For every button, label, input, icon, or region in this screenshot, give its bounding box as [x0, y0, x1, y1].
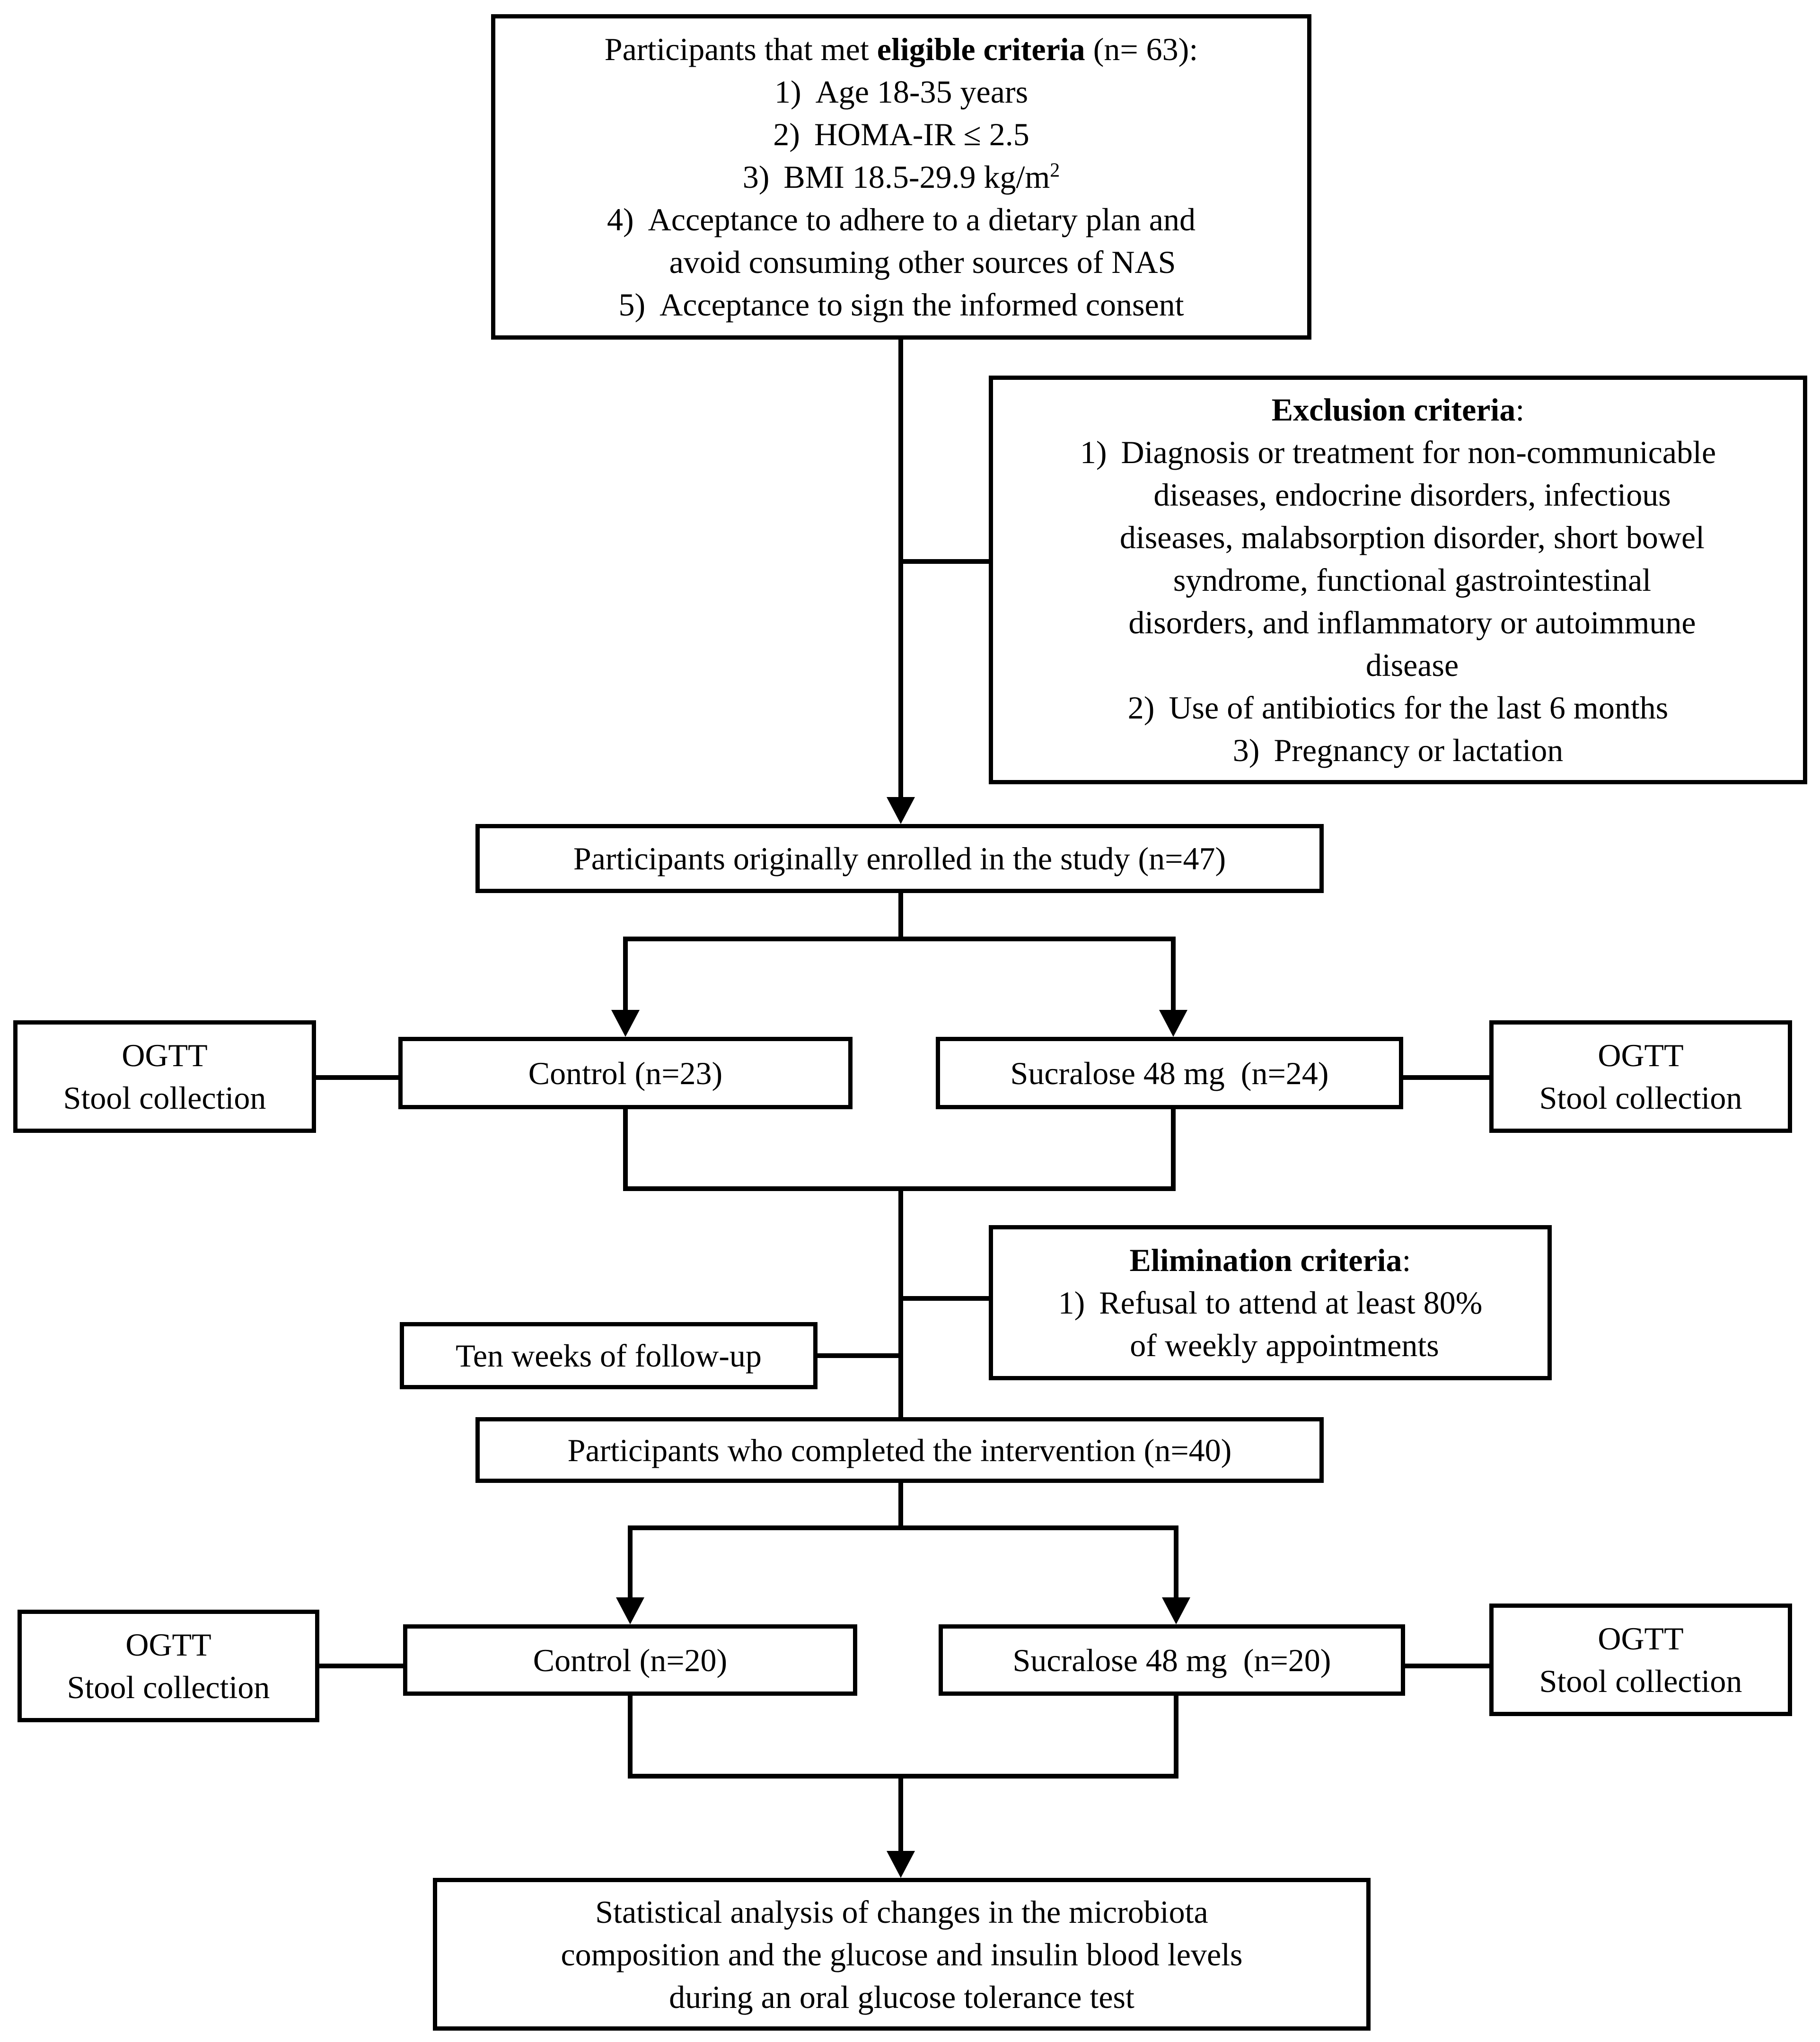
arrowhead-control-20 — [616, 1597, 644, 1624]
exclusion-title-bold: Exclusion criteria — [1271, 392, 1516, 428]
follow-up-box: Ten weeks of follow-up — [400, 1322, 818, 1389]
eligible-intro-bold: eligible criteria — [877, 31, 1085, 67]
arrowhead-control-23 — [611, 1010, 640, 1037]
exclusion-item-text: Use of antibiotics for the last 6 months — [1169, 690, 1669, 726]
exclusion-item-1-line-5: disorders, and inflammatory or autoimmun… — [1128, 605, 1696, 640]
arrowhead-analysis — [887, 1851, 915, 1878]
eligible-item-4: 4) Acceptance to adhere to a dietary plan… — [607, 198, 1196, 241]
sucralose-group-label: Sucralose 48 mg (n=24) — [1010, 1055, 1329, 1091]
analysis-line-2: composition and the glucose and insulin … — [561, 1936, 1243, 1972]
eligible-intro: Participants that met eligible criteria … — [605, 28, 1198, 70]
ogtt-stool-box-right-baseline: OGTT Stool collection — [1489, 1020, 1792, 1133]
elimination-criteria-box: Elimination criteria: 1) Refusal to atten… — [989, 1225, 1552, 1380]
control-group-box-baseline: Control (n=23) — [398, 1037, 853, 1109]
exclusion-title: Exclusion criteria: — [1272, 388, 1524, 431]
stool-collection-label: Stool collection — [63, 1080, 266, 1116]
eligible-item-5: 5) Acceptance to sign the informed consen… — [618, 283, 1184, 326]
exclusion-item-text: Diagnosis or treatment for non-communica… — [1121, 434, 1716, 470]
eligible-item-number: 4) — [607, 202, 634, 237]
eligible-item-text: Age 18-35 years — [815, 74, 1029, 110]
ogtt-stool-box-left-final: OGTT Stool collection — [18, 1610, 319, 1722]
sucralose-group-label: Sucralose 48 mg (n=20) — [1012, 1642, 1331, 1678]
exclusion-item-1-line-1: 1) Diagnosis or treatment for non-communi… — [1080, 431, 1716, 473]
control-group-box-final: Control (n=20) — [403, 1624, 857, 1696]
eligible-item-text: BMI 18.5-29.9 kg/m — [783, 159, 1050, 195]
control-group-label: Control (n=20) — [533, 1642, 728, 1678]
ogtt-stool-box-left-baseline: OGTT Stool collection — [13, 1020, 316, 1133]
eligible-item-number: 3) — [742, 159, 770, 195]
arrowhead-enrolled — [887, 797, 915, 824]
eligible-item-2: 2) HOMA-IR ≤ 2.5 — [773, 113, 1029, 156]
exclusion-item-number: 2) — [1127, 690, 1155, 726]
follow-up-label: Ten weeks of follow-up — [456, 1338, 762, 1374]
exclusion-item-1-line-2: diseases, endocrine disorders, infectiou… — [1153, 477, 1671, 513]
exclusion-criteria-box: Exclusion criteria: 1) Diagnosis or treat… — [989, 376, 1807, 784]
analysis-line-1: Statistical analysis of changes in the m… — [595, 1893, 1208, 1930]
control-group-label: Control (n=23) — [528, 1055, 723, 1091]
elimination-item-1-line-2: of weekly appointments — [1130, 1327, 1439, 1363]
exclusion-item-3: 3) Pregnancy or lactation — [1233, 729, 1563, 771]
ogtt-label: OGTT — [1598, 1037, 1684, 1073]
superscript: 2 — [1050, 159, 1060, 182]
eligible-item-3: 3) BMI 18.5-29.9 kg/m2 — [743, 156, 1060, 198]
elimination-item-number: 1) — [1058, 1285, 1085, 1321]
eligible-item-number: 1) — [774, 74, 801, 110]
eligible-item-4-continued: avoid consuming other sources of NAS — [669, 244, 1176, 280]
arrowhead-sucralose-20 — [1162, 1597, 1190, 1624]
exclusion-title-suffix: : — [1515, 392, 1525, 428]
eligible-item-text: Acceptance to adhere to a dietary plan a… — [648, 202, 1196, 237]
exclusion-item-number: 3) — [1232, 732, 1260, 768]
exclusion-item-1-line-3: diseases, malabsorption disorder, short … — [1119, 519, 1705, 555]
eligible-intro-prefix: Participants that met — [604, 31, 877, 67]
statistical-analysis-box: Statistical analysis of changes in the m… — [433, 1878, 1371, 2031]
enrolled-text: Participants originally enrolled in the … — [573, 841, 1226, 876]
exclusion-item-1-line-4: syndrome, functional gastrointestinal — [1173, 562, 1652, 598]
sucralose-group-box-baseline: Sucralose 48 mg (n=24) — [936, 1037, 1403, 1109]
completed-intervention-box: Participants who completed the intervent… — [475, 1417, 1324, 1483]
stool-collection-label: Stool collection — [1539, 1080, 1742, 1116]
completed-text: Participants who completed the intervent… — [567, 1432, 1232, 1468]
elimination-item-text: Refusal to attend at least 80% — [1099, 1285, 1483, 1321]
eligible-item-number: 5) — [618, 287, 646, 323]
elimination-title-bold: Elimination criteria — [1129, 1242, 1402, 1278]
elimination-title: Elimination criteria: — [1130, 1239, 1411, 1281]
exclusion-item-2: 2) Use of antibiotics for the last 6 mont… — [1128, 686, 1668, 729]
ogtt-stool-box-right-final: OGTT Stool collection — [1489, 1604, 1792, 1716]
eligible-criteria-box: Participants that met eligible criteria … — [491, 14, 1311, 340]
eligible-item-number: 2) — [773, 116, 800, 152]
elimination-title-suffix: : — [1402, 1242, 1411, 1278]
sucralose-group-box-final: Sucralose 48 mg (n=20) — [939, 1624, 1405, 1696]
arrowhead-sucralose-24 — [1159, 1010, 1187, 1037]
eligible-item-1: 1) Age 18-35 years — [774, 70, 1028, 113]
ogtt-label: OGTT — [122, 1037, 208, 1073]
exclusion-item-text: Pregnancy or lactation — [1274, 732, 1564, 768]
exclusion-item-1-line-6: disease — [1365, 647, 1459, 683]
ogtt-label: OGTT — [125, 1627, 211, 1663]
stool-collection-label: Stool collection — [1539, 1663, 1742, 1699]
enrolled-box: Participants originally enrolled in the … — [475, 824, 1324, 893]
analysis-line-3: during an oral glucose tolerance test — [669, 1979, 1134, 2015]
eligible-item-text: HOMA-IR ≤ 2.5 — [814, 116, 1029, 152]
eligible-intro-suffix: (n= 63): — [1085, 31, 1198, 67]
elimination-item-1-line-1: 1) Refusal to attend at least 80% — [1058, 1281, 1483, 1324]
exclusion-item-number: 1) — [1080, 434, 1107, 470]
ogtt-label: OGTT — [1598, 1621, 1684, 1656]
stool-collection-label: Stool collection — [67, 1669, 270, 1705]
eligible-item-text: Acceptance to sign the informed consent — [659, 287, 1184, 323]
